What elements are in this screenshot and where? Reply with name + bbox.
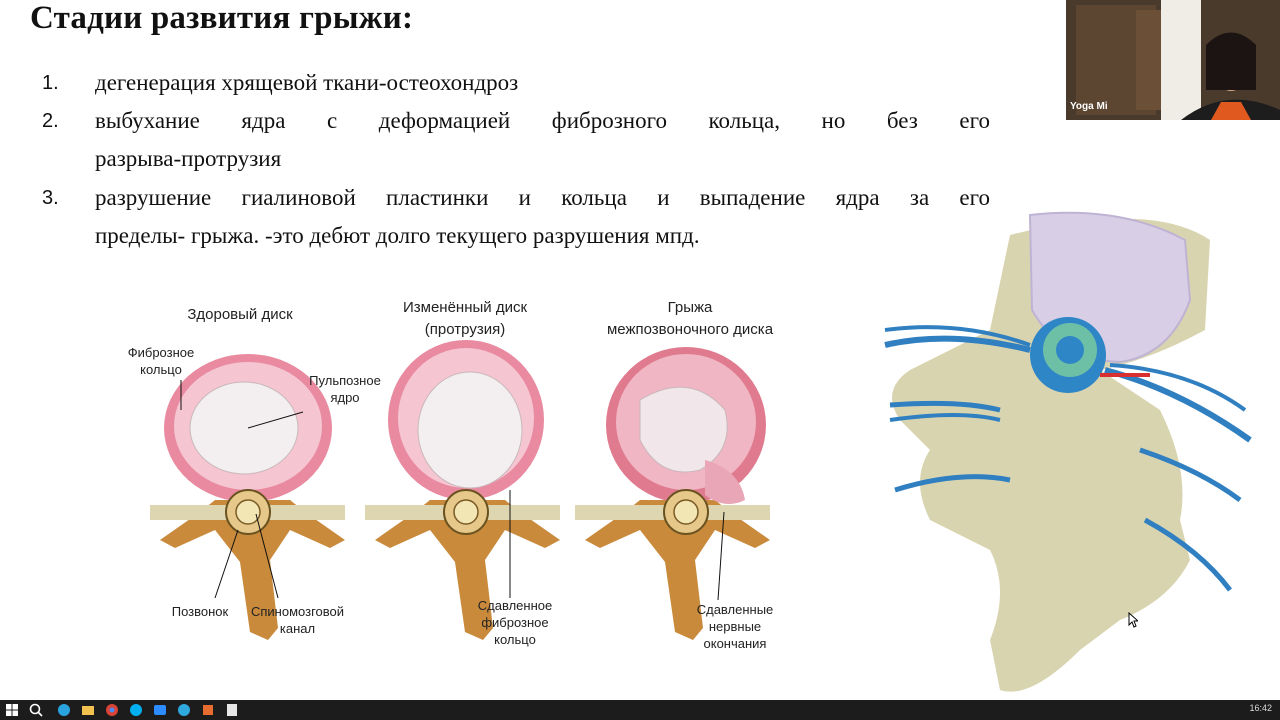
label-compressed-2: фиброзное [481, 615, 549, 630]
windows-taskbar: 16:42 [0, 700, 1280, 720]
search-icon[interactable] [28, 702, 44, 718]
label-fibrous-ring-1: Фиброзное [127, 345, 195, 360]
list-item-2-line-2: разрыва-протрузия [95, 146, 282, 171]
list-item-1: дегенерация хрящевой ткани-остеохондроз [95, 70, 519, 95]
windows-start-icon[interactable] [4, 702, 20, 718]
label-canal-2: канал [279, 621, 316, 636]
list-number: 1. [42, 72, 59, 94]
label-compressed-1: Сдавленное [477, 598, 553, 613]
file-explorer-icon[interactable] [80, 702, 96, 718]
list-number: 3. [42, 187, 59, 209]
webcam-feed-image [1066, 0, 1280, 120]
skype-icon[interactable] [128, 702, 144, 718]
spine-3d-image [884, 211, 1252, 692]
disc-illustrations [150, 211, 1252, 692]
list-item-2-line-1: выбухание ядра с деформацией фиброзного … [95, 108, 990, 133]
taskbar-clock[interactable]: 16:42 [1249, 703, 1272, 713]
hernia-title-line-2: межпозвоночного диска [606, 321, 774, 338]
label-nucleus-1: Пульпозное [309, 373, 381, 388]
telegram-icon[interactable] [176, 702, 192, 718]
zoom-icon[interactable] [152, 702, 168, 718]
list-number: 2. [42, 110, 59, 132]
list-item-3-line-2: пределы- грыжа. -это дебют долго текущег… [95, 223, 700, 248]
label-nerves-2: нервные [708, 619, 762, 634]
app-icon[interactable] [200, 702, 216, 718]
hernia-disc-image [575, 347, 770, 640]
edge-browser-icon[interactable] [56, 702, 72, 718]
mouse-cursor-icon [1128, 612, 1138, 628]
label-nerves-1: Сдавленные [696, 602, 774, 617]
slide-title: Стадии развития грыжи: [30, 0, 414, 36]
label-fibrous-ring-2: кольцо [140, 362, 182, 377]
protrusion-title-line-2: (протрузия) [424, 321, 506, 338]
webcam-video[interactable] [1066, 0, 1280, 120]
label-nerves-3: окончания [703, 636, 767, 651]
hernia-title-line-1: Грыжа [667, 299, 713, 316]
protrusion-title-line-1: Изменённый диск [402, 299, 528, 316]
label-nucleus-2: ядро [330, 390, 360, 405]
protrusion-disc-image [365, 340, 560, 640]
label-compressed-3: кольцо [494, 632, 536, 647]
label-canal-1: Спиномозговой [250, 604, 345, 619]
chrome-icon[interactable] [104, 702, 120, 718]
webcam-participant-name: Yoga Mi [1070, 101, 1108, 112]
healthy-disc-image [150, 354, 345, 640]
healthy-disc-title: Здоровый диск [187, 306, 293, 323]
document-icon[interactable] [224, 702, 240, 718]
list-item-3-line-1: разрушение гиалиновой пластинки и кольца… [95, 185, 990, 210]
label-vertebra: Позвонок [171, 604, 229, 619]
